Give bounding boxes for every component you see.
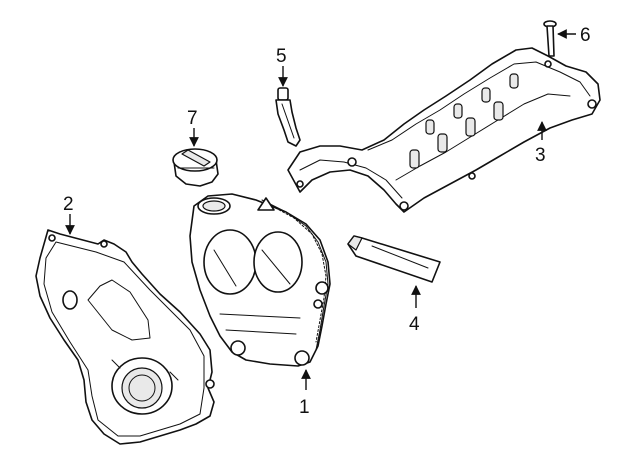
callout-6: 6 bbox=[557, 25, 591, 46]
callout-6-label: 6 bbox=[580, 25, 591, 46]
part-2-rear-cover-plate bbox=[35, 229, 215, 445]
part-1-timing-cover bbox=[189, 193, 331, 367]
callout-1: 1 bbox=[299, 369, 311, 418]
callout-5: 5 bbox=[276, 46, 288, 87]
callout-1-label: 1 bbox=[299, 397, 310, 418]
part-6-bolt bbox=[543, 20, 557, 57]
callout-3: 3 bbox=[535, 121, 547, 166]
part-5-breather-hose bbox=[275, 87, 301, 147]
callout-2-label: 2 bbox=[63, 194, 74, 215]
callout-7-label: 7 bbox=[187, 108, 198, 129]
callout-5-label: 5 bbox=[276, 46, 287, 67]
callout-4: 4 bbox=[409, 285, 421, 335]
callout-2: 2 bbox=[63, 194, 75, 235]
part-4-sealant-tube bbox=[347, 235, 441, 283]
part-3-valve-cover bbox=[287, 47, 601, 213]
callout-3-label: 3 bbox=[535, 145, 546, 166]
callout-7: 7 bbox=[187, 108, 199, 147]
callout-4-label: 4 bbox=[409, 314, 420, 335]
part-7-oil-filler-cap bbox=[172, 148, 219, 187]
